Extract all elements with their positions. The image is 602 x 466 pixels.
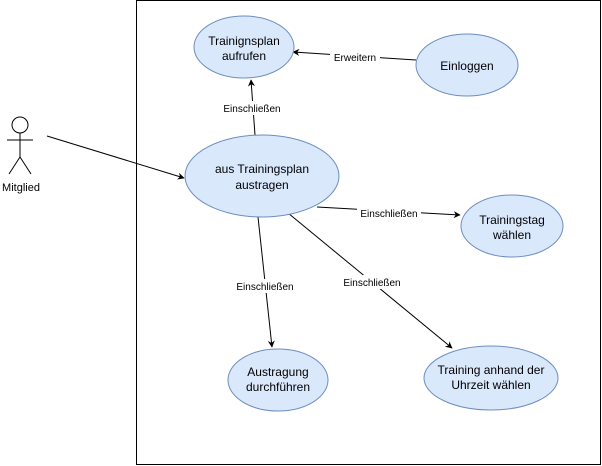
use-case-einloggen: Einloggen	[415, 33, 519, 97]
actor-label: Mitglied	[2, 182, 40, 194]
svg-text:Uhrzeit wählen: Uhrzeit wählen	[451, 378, 530, 392]
svg-text:Trainingstag: Trainingstag	[479, 213, 545, 227]
svg-text:Einschließen: Einschließen	[236, 282, 293, 293]
svg-text:durchführen: durchführen	[246, 380, 310, 394]
label-einschliessen-trainingstag: Einschließen	[357, 206, 421, 220]
actor-head	[11, 116, 29, 134]
svg-text:Austragung: Austragung	[247, 365, 308, 379]
label-erweitern: Erweitern	[330, 50, 380, 64]
label-einschliessen-aufrufen: Einschließen	[220, 101, 284, 115]
use-case-trainingstag-waehlen: Trainingstag wählen	[460, 194, 564, 258]
svg-text:Training anhand der: Training anhand der	[438, 363, 545, 377]
actor-mitglied: Mitglied	[2, 116, 40, 194]
system-boundary	[136, 0, 601, 465]
use-case-austragung-durchfuehren: Austragung durchführen	[227, 348, 329, 412]
svg-text:Trainignsplan: Trainignsplan	[208, 34, 280, 48]
svg-text:Einschließen: Einschließen	[223, 104, 280, 115]
svg-text:aus Trainingsplan: aus Trainingsplan	[215, 162, 309, 176]
actor-right-leg	[19, 156, 32, 175]
svg-text:Erweitern: Erweitern	[334, 53, 376, 64]
svg-text:wählen: wählen	[492, 228, 531, 242]
svg-text:Einloggen: Einloggen	[440, 59, 493, 73]
svg-text:Einschließen: Einschließen	[343, 278, 400, 289]
use-case-trainingsplan-aufrufen: Trainignsplan aufrufen	[193, 15, 295, 79]
label-einschliessen-uhrzeit: Einschließen	[340, 275, 404, 289]
svg-text:aufrufen: aufrufen	[222, 49, 266, 63]
use-case-training-uhrzeit-waehlen: Training anhand der Uhrzeit wählen	[423, 345, 559, 411]
svg-text:austragen: austragen	[235, 178, 288, 192]
svg-text:Einschließen: Einschließen	[360, 209, 417, 220]
label-einschliessen-austragung: Einschließen	[233, 279, 297, 293]
actor-left-leg	[8, 156, 21, 175]
association-line	[46, 135, 185, 180]
use-case-aus-trainingsplan-austragen: aus Trainingsplan austragen	[184, 134, 340, 218]
